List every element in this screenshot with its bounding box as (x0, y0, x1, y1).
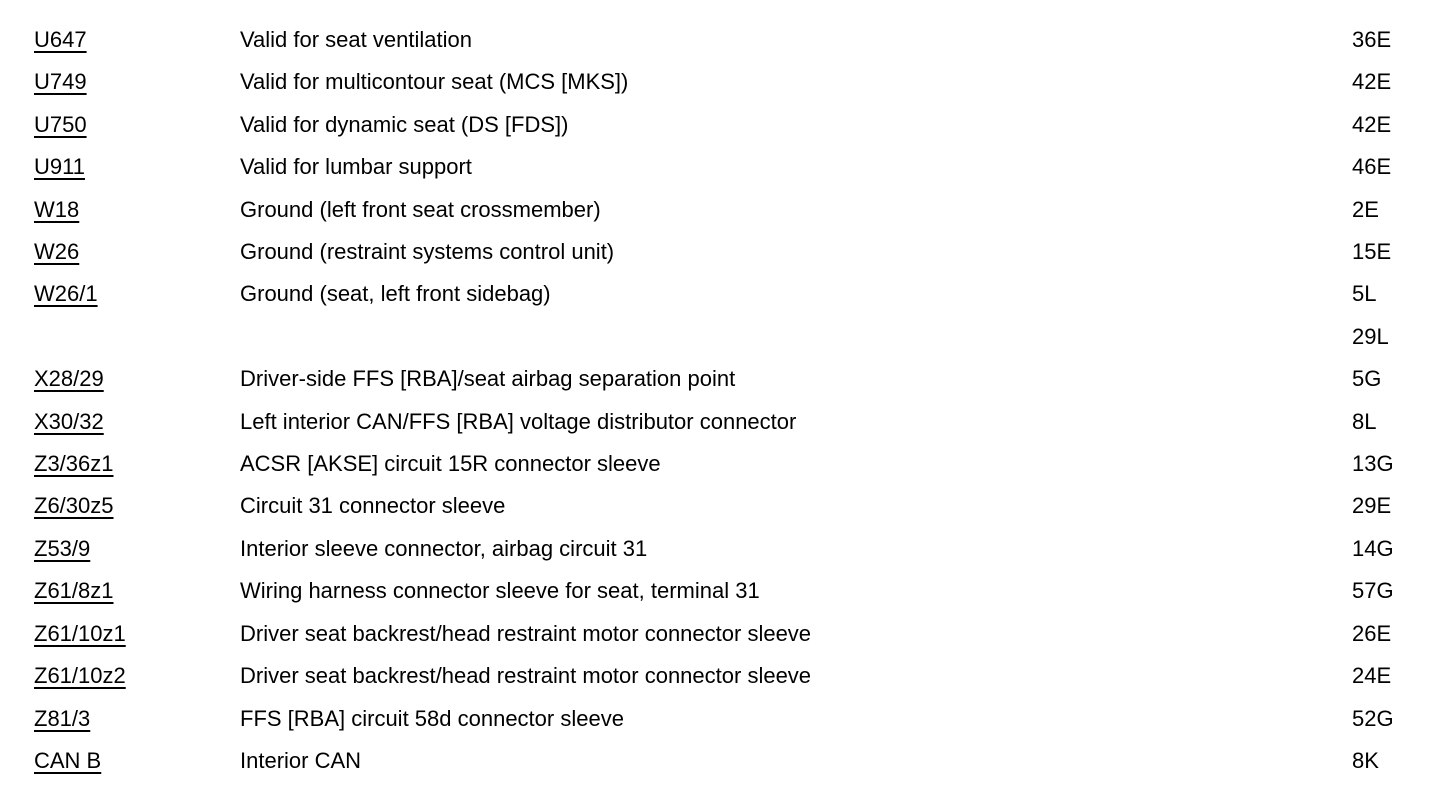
grid-location-line: 36E (1352, 27, 1392, 52)
component-description: Driver-side FFS [RBA]/seat airbag separa… (240, 366, 736, 392)
table-row: U750 Valid for dynamic seat (DS [FDS]) 4… (34, 104, 1456, 146)
grid-location: 15E (1352, 231, 1456, 273)
grid-location: 13G (1352, 443, 1456, 485)
component-description: Left interior CAN/FFS [RBA] voltage dist… (240, 408, 797, 434)
component-code-link[interactable]: W26 (34, 239, 80, 265)
component-description: Interior CAN (240, 747, 362, 773)
component-description: Ground (seat, left front sidebag) (240, 281, 551, 307)
component-code-link[interactable]: U647 (34, 27, 87, 52)
component-code-link[interactable]: X28/29 (34, 366, 104, 392)
component-legend-table: U647 Valid for seat ventilation 36E U749… (34, 19, 1456, 782)
grid-location: 8L (1352, 401, 1456, 443)
component-description: Valid for multicontour seat (MCS [MKS]) (240, 69, 629, 95)
grid-location-line: 5G (1352, 366, 1382, 392)
grid-location-line: 8L (1352, 408, 1377, 434)
grid-location: 2E (1352, 189, 1456, 231)
component-code-link[interactable]: U749 (34, 69, 87, 95)
grid-location-line: 29L (1352, 323, 1389, 349)
component-description: Driver seat backrest/head restraint moto… (240, 663, 812, 689)
component-description: Interior sleeve connector, airbag circui… (240, 535, 648, 561)
table-row: Z81/3 FFS [RBA] circuit 58d connector sl… (34, 698, 1456, 740)
component-description: Valid for dynamic seat (DS [FDS]) (240, 111, 569, 137)
component-code-link[interactable]: Z6/30z5 (34, 493, 114, 519)
grid-location-line: 8K (1352, 747, 1379, 773)
table-row: Z61/10z1 Driver seat backrest/head restr… (34, 613, 1456, 655)
component-code-link[interactable]: Z61/10z2 (34, 663, 126, 689)
component-description: Valid for seat ventilation (240, 27, 472, 52)
grid-location: 57G (1352, 570, 1456, 612)
component-code-link[interactable]: U911 (34, 154, 85, 180)
grid-location: 52G (1352, 698, 1456, 740)
table-row: Z53/9 Interior sleeve connector, airbag … (34, 528, 1456, 570)
table-row: X28/29 Driver-side FFS [RBA]/seat airbag… (34, 358, 1456, 400)
component-description: Ground (restraint systems control unit) (240, 239, 615, 265)
component-description: Ground (left front seat crossmember) (240, 196, 601, 222)
table-row: U749 Valid for multicontour seat (MCS [M… (34, 61, 1456, 103)
grid-location: 24E (1352, 655, 1456, 697)
table-row: X30/32 Left interior CAN/FFS [RBA] volta… (34, 401, 1456, 443)
grid-location: 14G (1352, 528, 1456, 570)
grid-location-line: 29E (1352, 493, 1392, 519)
grid-location: 42E (1352, 61, 1456, 103)
grid-location-line: 57G (1352, 578, 1394, 604)
grid-location: 5G (1352, 358, 1456, 400)
grid-location-line: 42E (1352, 69, 1392, 95)
component-description: Circuit 31 connector sleeve (240, 493, 506, 519)
component-code-link[interactable]: Z53/9 (34, 535, 91, 561)
component-code-link[interactable]: W26/1 (34, 281, 98, 307)
grid-location-line: 15E (1352, 239, 1392, 265)
table-row: Z6/30z5 Circuit 31 connector sleeve 29E (34, 485, 1456, 527)
table-row: Z3/36z1 ACSR [AKSE] circuit 15R connecto… (34, 443, 1456, 485)
grid-location: 46E (1352, 146, 1456, 188)
table-row: W18 Ground (left front seat crossmember)… (34, 189, 1456, 231)
grid-location-line: 42E (1352, 111, 1392, 137)
grid-location-line: 46E (1352, 154, 1392, 180)
table-row: Z61/10z2 Driver seat backrest/head restr… (34, 655, 1456, 697)
grid-location-line: 26E (1352, 620, 1392, 646)
component-code-link[interactable]: Z61/10z1 (34, 620, 126, 646)
table-row: U911 Valid for lumbar support 46E (34, 146, 1456, 188)
grid-location-line: 52G (1352, 705, 1394, 731)
grid-location-line: 14G (1352, 535, 1394, 561)
component-description: FFS [RBA] circuit 58d connector sleeve (240, 705, 624, 731)
component-code-link[interactable]: W18 (34, 196, 80, 222)
component-code-link[interactable]: Z81/3 (34, 705, 91, 731)
table-row: CAN B Interior CAN 8K (34, 740, 1456, 782)
grid-location: 36E (1352, 19, 1456, 61)
grid-location-line: 24E (1352, 663, 1392, 689)
table-row: W26/1 Ground (seat, left front sidebag) … (34, 273, 1456, 358)
component-code-link[interactable]: U750 (34, 111, 87, 137)
component-code-link[interactable]: Z3/36z1 (34, 451, 114, 477)
grid-location: 29E (1352, 485, 1456, 527)
component-description: ACSR [AKSE] circuit 15R connector sleeve (240, 451, 661, 477)
grid-location-line: 5L (1352, 281, 1377, 307)
grid-location: 42E (1352, 104, 1456, 146)
grid-location: 8K (1352, 740, 1456, 782)
component-description: Wiring harness connector sleeve for seat… (240, 578, 760, 604)
component-description: Driver seat backrest/head restraint moto… (240, 620, 812, 646)
grid-location: 5L 29L (1352, 273, 1456, 358)
table-row: Z61/8z1 Wiring harness connector sleeve … (34, 570, 1456, 612)
grid-location-line: 2E (1352, 196, 1379, 222)
grid-location-line: 13G (1352, 451, 1394, 477)
component-code-link[interactable]: X30/32 (34, 408, 104, 434)
table-row: W26 Ground (restraint systems control un… (34, 231, 1456, 273)
grid-location: 26E (1352, 613, 1456, 655)
table-row: U647 Valid for seat ventilation 36E (34, 19, 1456, 61)
component-code-link[interactable]: CAN B (34, 747, 102, 773)
component-description: Valid for lumbar support (240, 154, 472, 180)
component-code-link[interactable]: Z61/8z1 (34, 578, 114, 604)
